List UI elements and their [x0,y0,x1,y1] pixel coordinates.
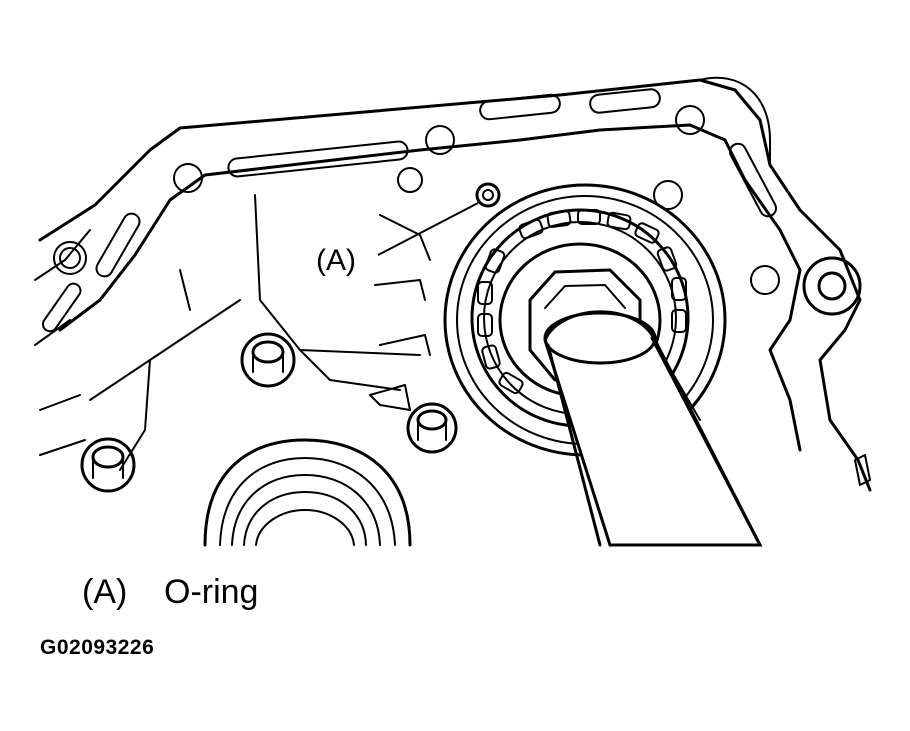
right-boss [802,256,862,316]
transmission-case-illustration: (A) [34,76,872,547]
shaft-tool [543,310,763,547]
bearing-rollers [477,209,687,395]
flange-bolt-holes [53,105,780,295]
legend-description: O-ring [164,573,259,611]
case-flange-outline [34,76,872,492]
flange-slots [41,88,778,333]
callout-leader-line [377,202,479,256]
callout-label: (A) [316,244,356,277]
bolt-upper-left [240,332,296,388]
bolt-lower-left [80,437,136,493]
case-ribs [89,194,871,486]
lower-drum [203,438,412,547]
bolt-center [406,402,458,454]
o-ring [475,182,501,208]
case-bolts [59,247,458,493]
legend: (A) O-ring [82,572,258,612]
figure-id: G02093226 [40,636,155,659]
legend-key: (A) [82,573,128,611]
